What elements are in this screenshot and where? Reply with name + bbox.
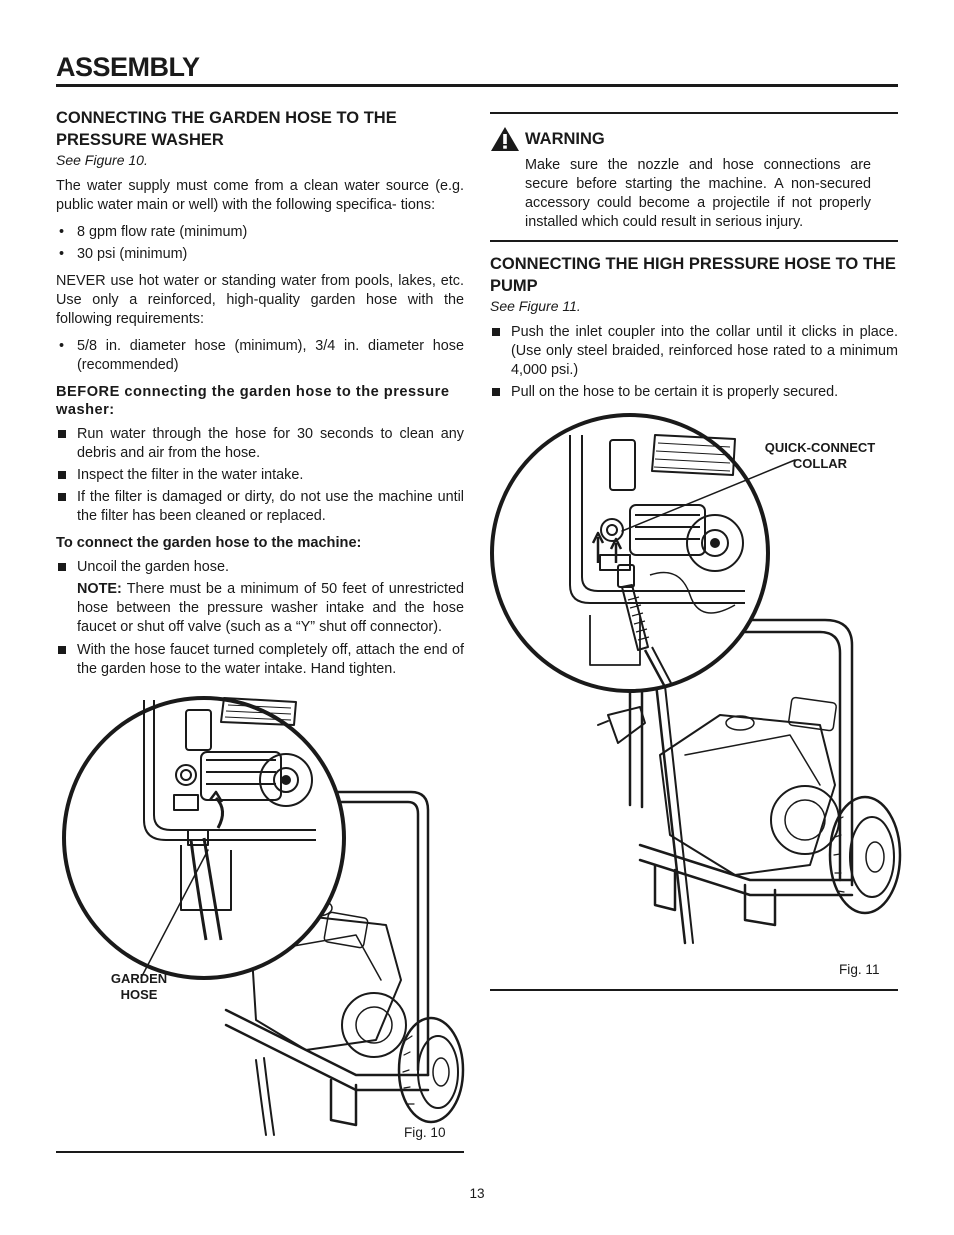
warning-text-block: Make sure the nozzle and hose connection… bbox=[525, 156, 871, 232]
connect-steps-list-2: With the hose faucet turned completely o… bbox=[56, 641, 464, 679]
before-step-inspect: Inspect the filter in the water intake. bbox=[56, 466, 464, 485]
garden-hose-callout-line1: GARDEN bbox=[110, 971, 168, 986]
hose-spec-item: 5/8 in. diameter hose (minimum), 3/4 in.… bbox=[56, 337, 464, 375]
figure-10-rule bbox=[56, 1151, 464, 1153]
connect-step-attach: With the hose faucet turned completely o… bbox=[56, 641, 464, 679]
figure-11-label: Fig. 11 bbox=[839, 962, 880, 977]
see-figure-10: See Figure 10. bbox=[56, 152, 148, 168]
before-step-filter: If the filter is damaged or dirty, do no… bbox=[56, 488, 464, 526]
warning-triangle-icon bbox=[491, 127, 519, 151]
never-paragraph: NEVER use hot water or standing water fr… bbox=[56, 273, 464, 327]
right-column: CONNECTING THE HIGH PRESSURE HOSE TO THE… bbox=[490, 253, 898, 410]
warning-top-rule bbox=[490, 112, 898, 114]
figure-10-label: Fig. 10 bbox=[404, 1125, 446, 1140]
garden-hose-callout: GARDEN HOSE bbox=[104, 971, 174, 1003]
warning-text: Make sure the nozzle and hose connection… bbox=[525, 157, 871, 230]
warning-title: WARNING bbox=[525, 130, 605, 148]
connect-heading: To connect the garden hose to the machin… bbox=[56, 535, 362, 551]
page-number: 13 bbox=[469, 1186, 485, 1201]
note-paragraph: NOTE: There must be a minimum of 50 feet… bbox=[56, 580, 464, 637]
quick-connect-callout: QUICK-CONNECT COLLAR bbox=[760, 440, 880, 472]
figure-10-illustration bbox=[62, 696, 465, 1136]
before-heading: BEFORE connecting the garden hose to the… bbox=[56, 384, 450, 418]
note-label: NOTE: bbox=[77, 581, 122, 597]
section-heading-garden-hose: CONNECTING THE GARDEN HOSE TO THE PRESSU… bbox=[56, 109, 397, 149]
see-figure-11: See Figure 11. bbox=[490, 298, 581, 314]
figure-11-rule bbox=[490, 989, 898, 991]
intro-paragraph: The water supply must come from a clean … bbox=[56, 178, 464, 213]
warning-header: WARNING bbox=[490, 126, 898, 152]
garden-hose-callout-line2: HOSE bbox=[120, 987, 158, 1002]
warning-bottom-rule bbox=[490, 240, 898, 242]
title-rule bbox=[56, 84, 898, 87]
quick-connect-callout-line1: QUICK-CONNECT bbox=[764, 440, 876, 455]
high-pressure-steps-list: Push the inlet coupler into the collar u… bbox=[490, 323, 898, 402]
spec-item-flow: 8 gpm flow rate (minimum) bbox=[56, 223, 464, 242]
spec-item-psi: 30 psi (minimum) bbox=[56, 245, 464, 264]
before-step-run-water: Run water through the hose for 30 second… bbox=[56, 425, 464, 463]
connect-steps-list: Uncoil the garden hose. bbox=[56, 558, 464, 577]
hp-step-push-coupler: Push the inlet coupler into the collar u… bbox=[490, 323, 898, 380]
hose-spec-list: 5/8 in. diameter hose (minimum), 3/4 in.… bbox=[56, 337, 464, 375]
left-column: CONNECTING THE GARDEN HOSE TO THE PRESSU… bbox=[56, 107, 464, 687]
before-steps-list: Run water through the hose for 30 second… bbox=[56, 425, 464, 526]
connect-step-uncoil: Uncoil the garden hose. bbox=[56, 558, 464, 577]
page-title: ASSEMBLY bbox=[56, 52, 200, 82]
figure-11-illustration bbox=[490, 413, 902, 945]
quick-connect-callout-line2: COLLAR bbox=[792, 456, 848, 471]
supply-spec-list: 8 gpm flow rate (minimum) 30 psi (minimu… bbox=[56, 223, 464, 264]
section-heading-high-pressure: CONNECTING THE HIGH PRESSURE HOSE TO THE… bbox=[490, 255, 896, 295]
hp-step-pull-hose: Pull on the hose to be certain it is pro… bbox=[490, 383, 898, 402]
note-text: There must be a minimum of 50 feet of un… bbox=[77, 581, 464, 635]
